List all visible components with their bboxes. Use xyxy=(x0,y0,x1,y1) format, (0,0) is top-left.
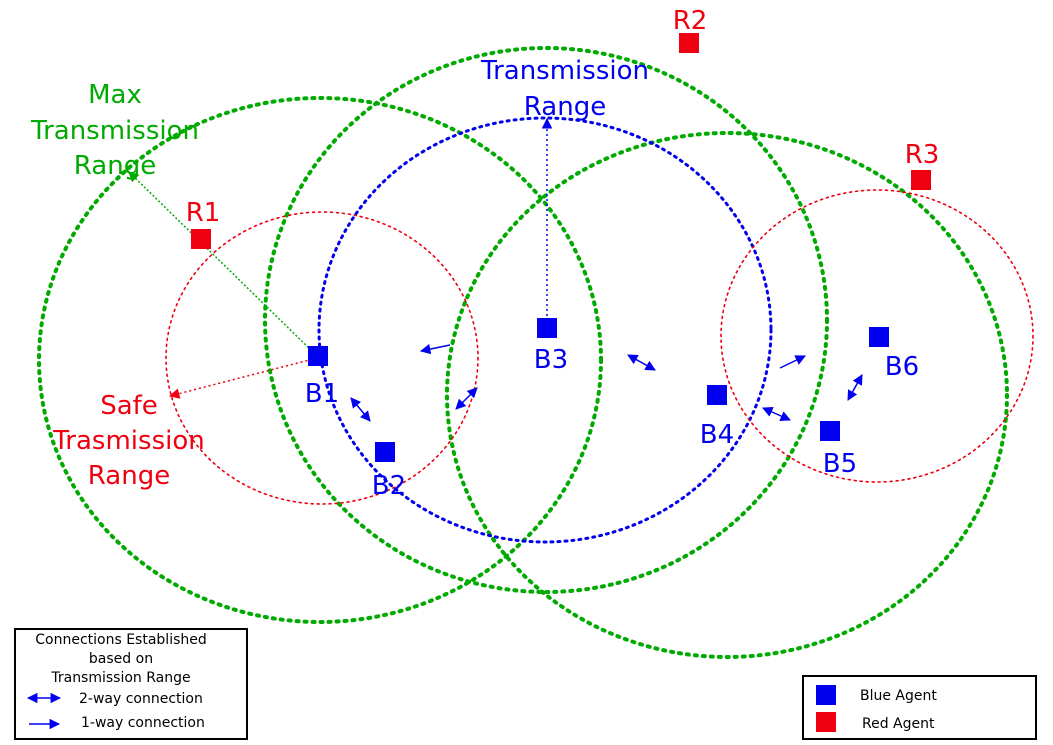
two-way-legend-label: 2-way connection xyxy=(79,691,203,707)
blue-agent-legend-label: Blue Agent xyxy=(860,688,937,704)
agent-legend: Blue Agent Red Agent xyxy=(802,675,1037,740)
max-range-caption-line-2: Transmission xyxy=(30,116,199,146)
safe-range-caption-line-1: Safe xyxy=(100,391,158,421)
transmission-range-caption-line-1: Transmission xyxy=(480,56,649,86)
two-way-arrow-b3-b4 xyxy=(627,354,656,371)
transmission-range-caption-line-2: Range xyxy=(524,92,606,122)
max-range-circle-b4 xyxy=(445,131,1009,659)
connections-legend-title-line-3: Transmission Range xyxy=(50,670,190,686)
blue-agent-legend-swatch xyxy=(816,685,836,705)
blue-agent-b4[interactable] xyxy=(707,385,727,405)
max-range-caption: Max Transmission Range xyxy=(30,80,199,181)
blue-agent-label-b2: B2 xyxy=(372,471,406,501)
max-range-circles xyxy=(37,46,1009,659)
red-agents xyxy=(191,33,931,249)
blue-agent-b1[interactable] xyxy=(308,346,328,366)
safe-range-caption: Safe Trasmission Range xyxy=(52,391,204,491)
red-agent-legend-label: Red Agent xyxy=(862,716,935,732)
connections-legend-title-line-1: Connections Established xyxy=(35,632,207,648)
two-way-arrow-b3-b2 xyxy=(455,387,478,410)
max-range-caption-line-1: Max xyxy=(88,80,142,110)
blue-agent-label-b4: B4 xyxy=(700,420,734,450)
agent-legend-box xyxy=(802,675,1037,740)
blue-agent-label-b1: B1 xyxy=(305,379,339,409)
safe-range-caption-line-3: Range xyxy=(88,461,170,491)
blue-agent-b5[interactable] xyxy=(820,421,840,441)
max-range-circle-b1 xyxy=(37,96,603,624)
red-agent-label-r3: R3 xyxy=(905,140,940,170)
blue-agent-label-b6: B6 xyxy=(885,352,919,382)
one-way-arrow-b4-b6 xyxy=(779,355,806,369)
safe-range-caption-line-2: Trasmission xyxy=(52,426,204,456)
agent-labels: R1 R2 R3 B1 B2 B3 B4 B5 B6 xyxy=(186,6,940,501)
blue-agent-b2[interactable] xyxy=(375,442,395,462)
two-way-arrow-b5-b6 xyxy=(847,374,863,401)
safe-range-circle-b1 xyxy=(165,211,479,505)
connections-legend-title-line-2: based on xyxy=(89,651,153,667)
red-agent-label-r2: R2 xyxy=(673,6,708,36)
safe-range-circles xyxy=(165,189,1034,505)
red-agent-legend-swatch xyxy=(816,712,836,732)
blue-agent-b3[interactable] xyxy=(537,318,557,338)
max-range-radius-arrow xyxy=(128,171,318,357)
transmission-range-caption: Transmission Range xyxy=(480,56,649,122)
red-agent-r2[interactable] xyxy=(679,33,699,53)
connection-arrows xyxy=(350,343,863,422)
red-agent-r3[interactable] xyxy=(911,170,931,190)
blue-agents xyxy=(308,318,889,462)
max-range-circle-b3 xyxy=(263,46,829,594)
red-agent-label-r1: R1 xyxy=(186,198,221,228)
blue-agent-b6[interactable] xyxy=(869,327,889,347)
two-way-arrow-b4-b5 xyxy=(762,407,791,421)
two-way-arrow-b1-b2 xyxy=(350,397,371,422)
blue-agent-label-b5: B5 xyxy=(823,449,857,479)
safe-range-circle-b5 xyxy=(720,189,1034,483)
red-agent-r1[interactable] xyxy=(191,229,211,249)
one-way-legend-label: 1-way connection xyxy=(81,715,205,731)
blue-agent-label-b3: B3 xyxy=(534,345,568,375)
safe-range-radius-arrow xyxy=(168,357,318,399)
connections-legend: Connections Established based on Transmi… xyxy=(14,628,248,740)
max-range-caption-line-3: Range xyxy=(74,151,156,181)
one-way-arrow-b3-b1 xyxy=(419,343,451,355)
